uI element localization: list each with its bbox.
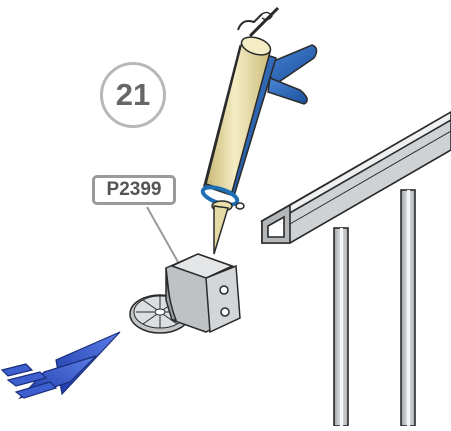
- rod-hook: [237, 13, 263, 31]
- direction-arrow-icon: [0, 331, 121, 400]
- part-number-label: P2399: [92, 175, 176, 205]
- rail-channel-slot: [267, 215, 285, 238]
- bracket-side-plate: [205, 264, 241, 334]
- arrow-stripe-3: [0, 363, 34, 377]
- bracket-hole-bottom: [220, 307, 230, 317]
- nozzle: [213, 205, 229, 255]
- part-leader-line: [146, 206, 179, 263]
- arrow-stripe-1: [6, 371, 48, 387]
- tube-cap: [240, 36, 272, 56]
- handle-grip: [260, 44, 318, 86]
- caulk-gun-icon: [200, 6, 318, 255]
- sealant-tube: [205, 41, 271, 193]
- bracket-curve: [165, 267, 178, 321]
- trigger: [267, 76, 308, 105]
- plunger-rod: [248, 6, 280, 38]
- railing-icon: [260, 111, 451, 427]
- arrow-stripe-2: [14, 381, 58, 399]
- step-number-badge: 21: [100, 62, 166, 128]
- bracket-hole-top: [219, 285, 229, 295]
- nozzle-vent: [235, 202, 245, 210]
- mounting-bracket-icon: [129, 253, 241, 334]
- rod-spring: [261, 11, 273, 21]
